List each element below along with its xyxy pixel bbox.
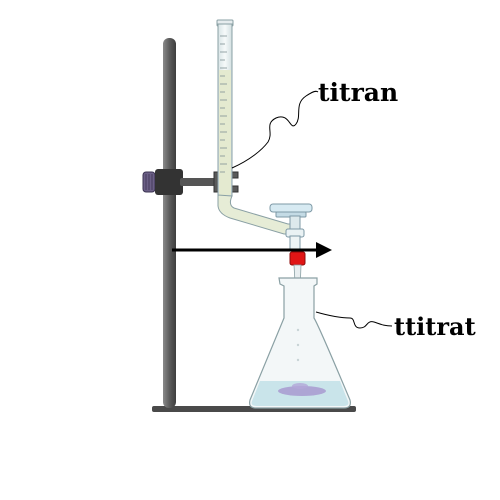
- precipitate: [278, 386, 326, 396]
- burette-icon: [216, 19, 299, 235]
- stopper: [289, 251, 306, 266]
- stopcock-icon: [269, 203, 313, 251]
- clamp-knob-icon: [142, 171, 156, 193]
- titrate-leader-line: [315, 311, 393, 329]
- erlenmeyer-flask-icon: [249, 277, 351, 409]
- clamp-arm: [180, 178, 220, 186]
- stand-rod: [163, 38, 176, 408]
- titrate-label: ttitrat: [394, 312, 476, 341]
- pointer-arrow-icon: [172, 242, 332, 258]
- titrant-label: titran: [318, 78, 398, 107]
- titrant-liquid: [219, 70, 231, 195]
- clamp-boss: [155, 169, 183, 195]
- titrant-leader-line: [231, 90, 319, 169]
